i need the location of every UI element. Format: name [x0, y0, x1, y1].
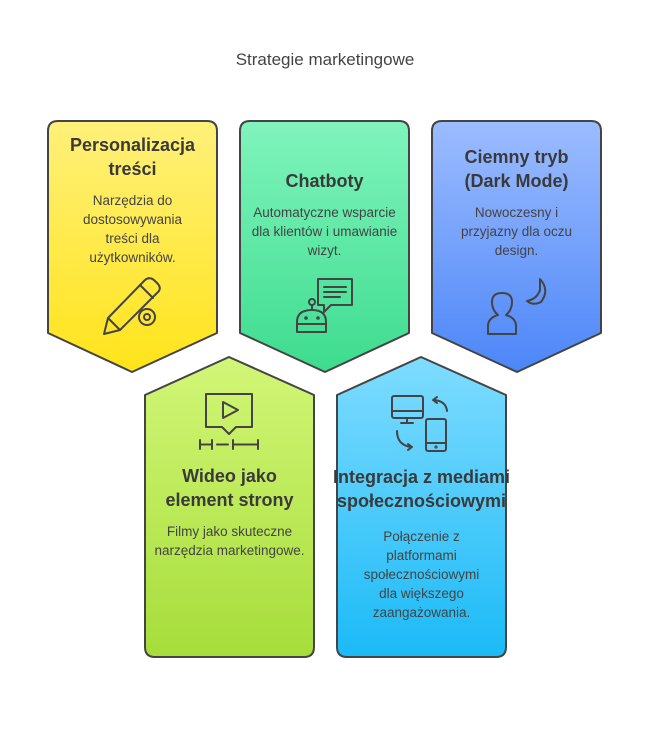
card-desc: Filmy jako skuteczne narzędzia marketing…	[154, 524, 305, 558]
card-integracja: Integracja z mediami społecznościowymi P…	[326, 465, 517, 622]
card-desc: Połączenie z platformami społecznościowy…	[363, 529, 480, 620]
card-title: Wideo jako element strony	[165, 466, 294, 510]
card-title: Integracja z mediami społecznościowymi	[332, 467, 511, 511]
card-shape-wideo	[144, 356, 315, 658]
card-shape-dark-mode	[431, 120, 602, 373]
card-shape-personalizacja	[47, 120, 218, 373]
card-shape-chatboty	[239, 120, 410, 373]
chatbot-icon	[296, 278, 353, 333]
diagram-title: Strategie marketingowe	[235, 50, 415, 69]
person-moon-icon	[487, 278, 547, 335]
devices-sync-icon	[391, 395, 448, 452]
pencil-gear-icon	[103, 277, 161, 335]
card-title: Chatboty	[285, 171, 364, 191]
card-dark-mode: Ciemny tryb (Dark Mode) Nowoczesny i prz…	[436, 145, 597, 260]
card-shape-integracja	[336, 356, 507, 658]
card-title: Personalizacja treści	[69, 135, 196, 179]
card-desc: Automatyczne wsparcie dla klientów i uma…	[251, 205, 398, 258]
card-personalizacja: Personalizacja treści Narzędzia do dosto…	[52, 133, 213, 267]
card-desc: Narzędzia do dostosowywania treści dla u…	[82, 193, 183, 265]
video-icon	[199, 393, 259, 450]
card-desc: Nowoczesny i przyjazny dla oczu design.	[460, 205, 573, 258]
card-wideo: Wideo jako element strony Filmy jako sku…	[149, 464, 310, 560]
card-chatboty: Chatboty Automatyczne wsparcie dla klien…	[244, 169, 405, 260]
card-title: Ciemny tryb (Dark Mode)	[464, 147, 569, 191]
